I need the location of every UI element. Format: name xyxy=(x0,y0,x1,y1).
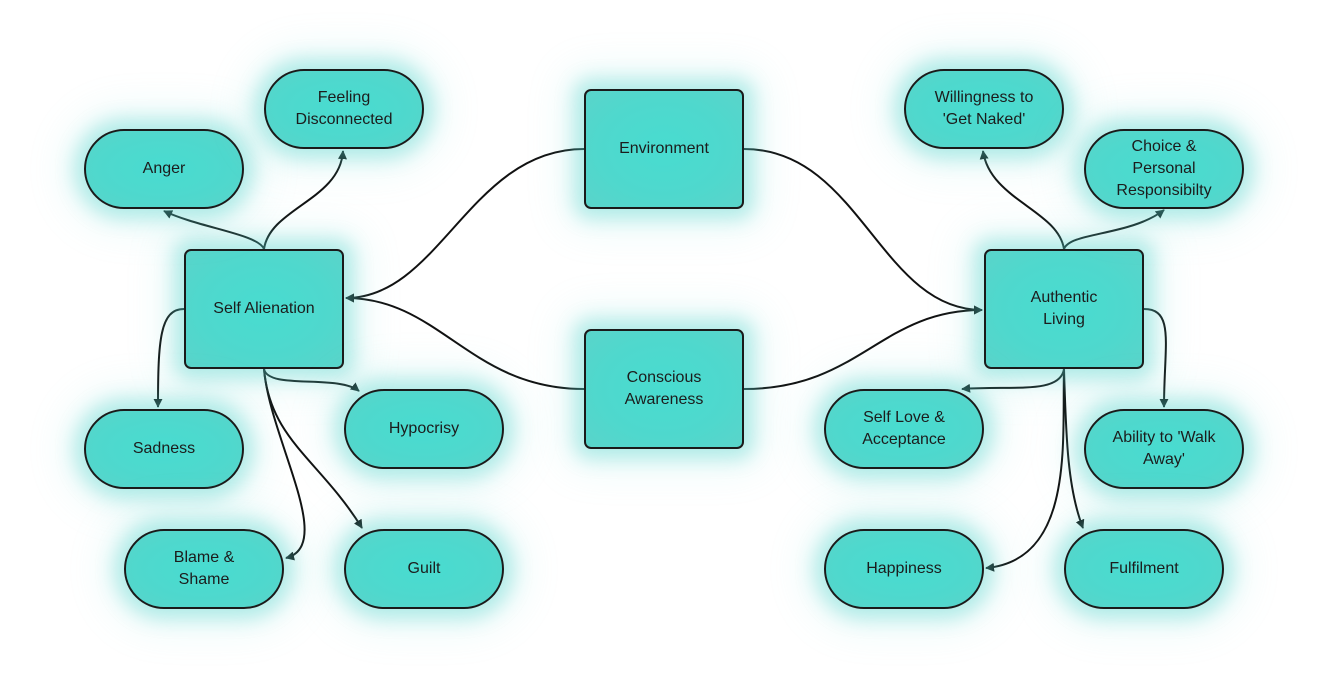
node-label: Fulfilment xyxy=(1109,560,1179,577)
node-label: Conscious Awareness xyxy=(624,369,704,408)
edge-self-alienation-to-guilt xyxy=(263,368,363,529)
node-label: Feeling Disconnected xyxy=(295,89,393,128)
edge-conscious-awareness-to-self-alienation xyxy=(345,293,585,390)
node-blame-shame[interactable]: Blame & Shame xyxy=(124,529,284,609)
edge-authentic-living-to-fulfilment xyxy=(1063,368,1085,529)
edge-self-alienation-to-anger xyxy=(163,210,265,250)
node-label: Sadness xyxy=(132,440,196,457)
node-label: Blame & Shame xyxy=(173,549,235,588)
edge-self-alienation-to-blame-shame xyxy=(263,368,306,561)
node-self-alienation[interactable]: Self Alienation xyxy=(184,249,344,369)
node-willingness-to-get-naked[interactable]: Willingness to 'Get Naked' xyxy=(904,69,1064,149)
node-conscious-awareness[interactable]: Conscious Awareness xyxy=(584,329,744,449)
node-anger[interactable]: Anger xyxy=(84,129,244,209)
node-label: Willingness to 'Get Naked' xyxy=(934,89,1034,128)
node-sadness[interactable]: Sadness xyxy=(84,409,244,489)
node-label: Hypocrisy xyxy=(388,420,460,437)
node-choice-personal-responsibility[interactable]: Choice & Personal Responsibilty xyxy=(1084,129,1244,209)
node-label: Happiness xyxy=(866,560,942,577)
edge-authentic-living-to-choice xyxy=(1063,209,1165,250)
node-ability-to-walk-away[interactable]: Ability to 'Walk Away' xyxy=(1084,409,1244,489)
node-self-love-acceptance[interactable]: Self Love & Acceptance xyxy=(824,389,984,469)
node-feeling-disconnected[interactable]: Feeling Disconnected xyxy=(264,69,424,149)
node-label: Guilt xyxy=(407,560,441,577)
node-hypocrisy[interactable]: Hypocrisy xyxy=(344,389,504,469)
node-label: Anger xyxy=(142,160,186,177)
edge-authentic-living-to-walk-away xyxy=(1143,308,1169,408)
node-label: Self Love & Acceptance xyxy=(862,409,946,448)
node-label: Ability to 'Walk Away' xyxy=(1112,429,1216,468)
edge-environment-to-authentic-living xyxy=(743,148,983,315)
edge-self-alienation-to-sadness xyxy=(153,308,185,408)
node-guilt[interactable]: Guilt xyxy=(344,529,504,609)
edge-conscious-awareness-to-authentic-living xyxy=(743,305,983,390)
edge-environment-to-self-alienation xyxy=(345,148,585,303)
node-label: Choice & Personal Responsibilty xyxy=(1116,138,1212,199)
node-label: Self Alienation xyxy=(213,300,315,317)
node-authentic-living[interactable]: Authentic Living xyxy=(984,249,1144,369)
node-happiness[interactable]: Happiness xyxy=(824,529,984,609)
edge-authentic-living-to-happiness xyxy=(985,368,1065,572)
edge-self-alienation-to-hypocrisy xyxy=(263,368,360,392)
edge-authentic-living-to-willingness xyxy=(979,150,1065,250)
edge-self-alienation-to-feeling-disconnected xyxy=(263,150,347,250)
node-fulfilment[interactable]: Fulfilment xyxy=(1064,529,1224,609)
node-label: Environment xyxy=(619,140,709,157)
edge-authentic-living-to-self-love xyxy=(961,368,1065,393)
node-environment[interactable]: Environment xyxy=(584,89,744,209)
node-label: Authentic Living xyxy=(1030,289,1098,328)
